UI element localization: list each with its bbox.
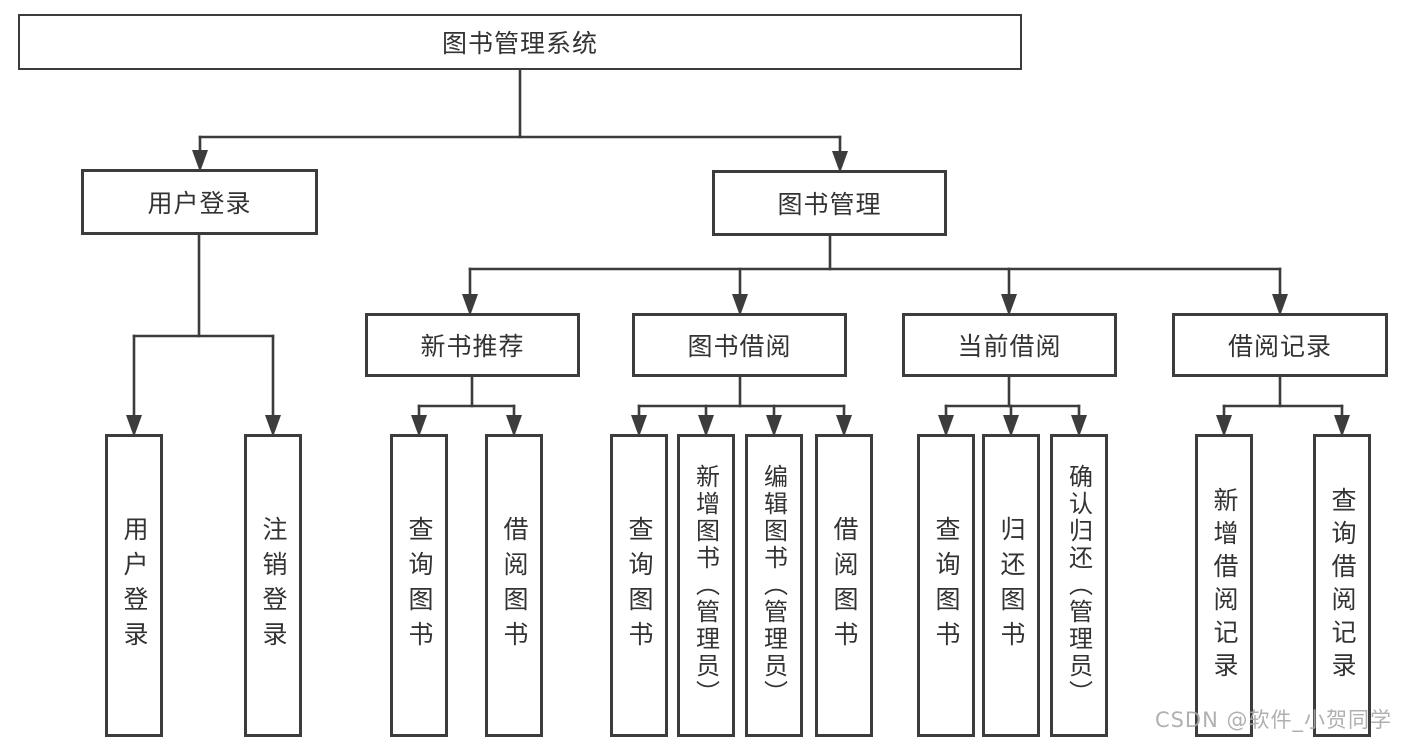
leaf-logout-login: 注销登录 <box>244 434 302 737</box>
node-user-login: 用户登录 <box>81 169 318 235</box>
leaf-add-borrow-record: 新增借阅记录 <box>1195 434 1253 737</box>
leaf-add-book-admin: 新增图书（管理员） <box>677 434 735 737</box>
leaf-confirm-return-admin: 确认归还（管理员） <box>1050 434 1108 737</box>
node-library-system: 图书管理系统 <box>18 14 1022 70</box>
node-new-book-recommend: 新书推荐 <box>365 313 580 377</box>
leaf-query-book-recommend: 查询图书 <box>390 434 448 737</box>
leaf-query-book-current: 查询图书 <box>917 434 975 737</box>
leaf-borrow-book-recommend: 借阅图书 <box>485 434 543 737</box>
leaf-edit-book-admin: 编辑图书（管理员） <box>745 434 803 737</box>
leaf-query-book-borrow: 查询图书 <box>610 434 668 737</box>
csdn-watermark: CSDN @软件_小贺同学 <box>1154 708 1392 732</box>
leaf-borrow-book: 借阅图书 <box>815 434 873 737</box>
node-book-borrow: 图书借阅 <box>632 313 847 377</box>
node-book-management: 图书管理 <box>712 170 947 236</box>
node-current-borrow: 当前借阅 <box>902 313 1117 377</box>
leaf-user-login: 用户登录 <box>105 434 163 737</box>
leaf-query-borrow-record: 查询借阅记录 <box>1313 434 1371 737</box>
node-borrow-record: 借阅记录 <box>1172 313 1388 377</box>
leaf-return-book: 归还图书 <box>982 434 1040 737</box>
